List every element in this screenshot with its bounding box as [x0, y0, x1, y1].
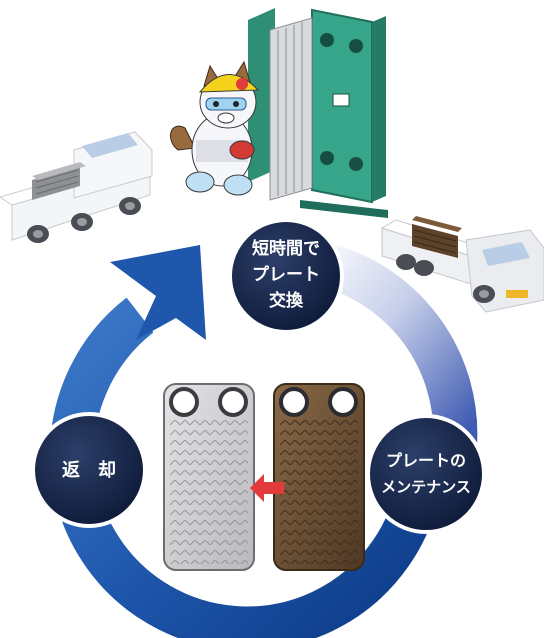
raccoon-mascot-icon	[170, 60, 260, 196]
truck-with-dirty-plates-icon	[380, 216, 544, 313]
cycle-arrowhead	[110, 245, 206, 340]
dirty-plate-icon	[273, 383, 365, 571]
step-node-exchange: 短時間で プレート 交換	[228, 218, 344, 334]
plate-pack	[269, 17, 313, 201]
clean-plate-stack	[32, 162, 86, 200]
step-exchange-line1: 短時間で	[252, 238, 320, 259]
clean-plate-icon	[163, 383, 255, 571]
heat-exchanger-icon	[248, 8, 388, 218]
truck-with-clean-plates-icon	[0, 131, 153, 243]
cycle-ring	[50, 245, 442, 638]
step-exchange-line2: プレート	[252, 264, 320, 285]
step-exchange-line3: 交換	[269, 290, 304, 311]
dirty-plate-stack	[412, 216, 462, 258]
step-node-return: 返 却	[31, 412, 147, 528]
step-return-label: 返 却	[62, 460, 116, 481]
step-node-maintenance: プレートの メンテナンス	[366, 414, 486, 534]
step-maintenance-line1: プレートの	[386, 451, 466, 470]
step-maintenance-line2: メンテナンス	[381, 478, 471, 496]
red-arrow-icon	[250, 474, 284, 502]
